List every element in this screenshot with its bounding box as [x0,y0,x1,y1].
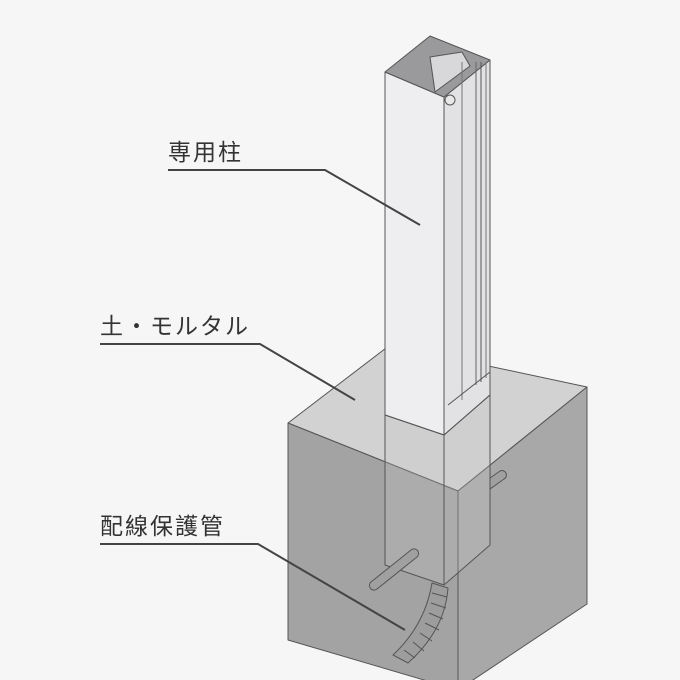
block-right-face [457,386,588,680]
dedicated-post [384,35,491,586]
post-side-face [443,59,491,436]
wiring-conduit [392,582,449,664]
post-leader-line [168,169,421,226]
anchor-bars [368,470,507,591]
foundation-block [287,344,588,680]
post-inner-channel [429,51,471,93]
conduit-leader-line [100,543,406,631]
conduit-label: 配線保護管 [100,514,225,540]
post-label: 専用柱 [168,140,243,166]
soil-mortar-label: 土・モルタル [100,314,250,340]
block-left-face [287,422,459,680]
post-front-face [384,71,445,436]
soil-mortar-leader-line [100,343,356,401]
